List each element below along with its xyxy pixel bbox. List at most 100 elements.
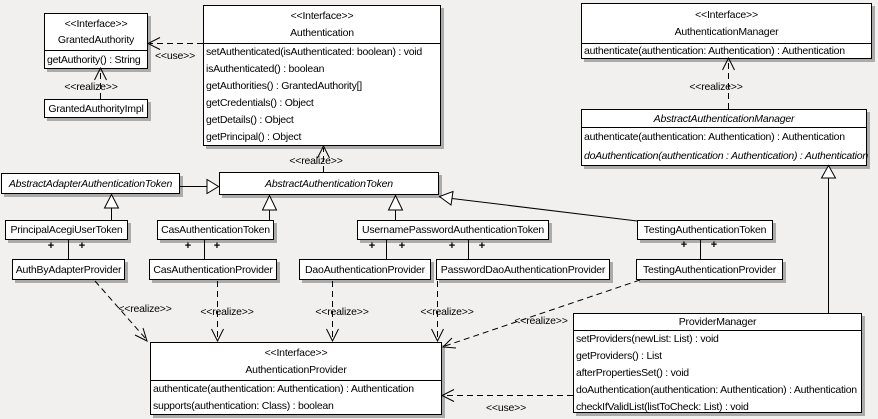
class-name: PrincipalAcegiUserToken [10, 224, 123, 236]
method: getCredentials() : Object [206, 97, 314, 109]
assoc-end-label: + [213, 240, 221, 252]
open-arrow-icon [134, 327, 148, 342]
class-name: AuthenticationProvider [245, 363, 347, 376]
class-box-provider-manager: ProviderManager setProviders(newList: Li… [573, 313, 862, 413]
hollow-triangle-icon [387, 194, 404, 211]
open-arrow-icon [722, 56, 735, 71]
class-name: AbstractAuthenticationToken [265, 177, 393, 190]
class-name: Authentication [290, 26, 354, 39]
assoc-end-label: + [448, 240, 456, 252]
association-lines [68, 239, 701, 259]
class-box-auth-by-adapter-provider: AuthByAdapterProvider [12, 259, 125, 280]
methods-compartment: getAuthority() : String [45, 51, 147, 69]
class-name: AuthenticationManager [674, 26, 779, 38]
interface-stereotype: <<Interface>> [695, 9, 758, 21]
stereotype-label-realize: <<realize>> [64, 81, 118, 93]
stereotype-label-realize: <<realize>> [315, 306, 369, 318]
assoc-end-label: + [710, 239, 718, 251]
class-box-testing-authentication-provider: TestingAuthenticationProvider [636, 259, 783, 280]
stereotype-label-realize: <<realize>> [289, 155, 343, 167]
stereotype-label-realize: <<realize>> [118, 303, 172, 315]
class-name: CasAuthenticationToken [161, 224, 270, 236]
stereotype-label-use: <<use>> [485, 402, 527, 414]
class-box-authentication: <<Interface>> Authentication setAuthenti… [203, 5, 441, 146]
method: setAuthenticated(isAuthenticated: boolea… [206, 46, 422, 58]
method: getProviders() : List [576, 350, 662, 362]
assoc-end-label: + [680, 239, 688, 251]
class-box-authentication-manager: <<Interface>> AuthenticationManager auth… [581, 3, 872, 59]
methods-compartment: authenticate(authentication: Authenticat… [151, 381, 441, 415]
class-box-testing-authentication-token: TestingAuthenticationToken [637, 220, 773, 240]
open-arrow-icon [94, 66, 107, 81]
class-header: ProviderManager [574, 314, 861, 331]
class-header: <<Interface>> GrantedAuthority [45, 14, 147, 51]
class-box-dao-authentication-provider: DaoAuthenticationProvider [299, 259, 431, 280]
interface-stereotype: <<Interface>> [290, 10, 354, 23]
assoc-end-label: + [47, 240, 55, 252]
class-name: AuthByAdapterProvider [15, 263, 122, 276]
assoc-end-label: + [368, 240, 376, 252]
open-arrow-icon [146, 37, 161, 50]
assoc-end-label: + [78, 240, 86, 252]
class-name: GrantedAuthorityImpl [48, 102, 144, 115]
class-box-principal-acegi-user-token: PrincipalAcegiUserToken [5, 220, 128, 240]
method: getAuthority() : String [47, 54, 141, 66]
method: authenticate(authentication: Authenticat… [584, 45, 845, 57]
interface-stereotype: <<Interface>> [64, 18, 128, 30]
generalization-line-testing-token [451, 198, 638, 222]
hollow-triangle-icon [261, 194, 278, 211]
class-box-cas-authentication-provider: CasAuthenticationProvider [149, 259, 277, 280]
open-arrow-icon [326, 328, 339, 343]
method: authenticate(authentication: Authenticat… [153, 383, 414, 395]
methods-compartment: authenticate(authentication: Authenticat… [582, 44, 871, 59]
class-box-granted-authority: <<Interface>> GrantedAuthority getAuthor… [44, 13, 148, 69]
class-header: <<Interface>> Authentication [204, 6, 440, 44]
generalization-arrowheads [103, 164, 837, 211]
method: checkIfValidList(listToCheck: List) : vo… [576, 401, 749, 413]
class-header: <<Interface>> AuthenticationProvider [151, 343, 441, 381]
method: getPrincipal() : Object [206, 131, 302, 143]
method: authenticate(authentication: Authenticat… [584, 131, 845, 143]
stereotype-label-use: <<use>> [154, 50, 196, 62]
class-name: AbstractAuthenticationManager [653, 112, 795, 125]
class-box-authentication-provider: <<Interface>> AuthenticationProvider aut… [150, 342, 442, 415]
open-arrow-icon [431, 328, 444, 343]
class-name: GrantedAuthority [57, 34, 135, 46]
open-arrow-icon [440, 389, 455, 402]
method: getAuthorities() : GrantedAuthority[] [206, 80, 362, 92]
hollow-triangle-icon [206, 178, 220, 195]
class-box-password-dao-authentication-provider: PasswordDaoAuthenticationProvider [436, 259, 610, 280]
class-box-username-password-authentication-token: UsernamePasswordAuthenticationToken [357, 220, 549, 240]
method: doAuthentication(authentication : Authen… [584, 150, 868, 162]
method: getDetails() : Object [206, 114, 294, 126]
class-name: AbstractAdapterAuthenticationToken [8, 177, 173, 190]
stereotype-label-realize: <<realize>> [200, 306, 254, 318]
method: doAuthentication(authentication: Authent… [576, 384, 857, 396]
class-name: TestingAuthenticationToken [643, 224, 767, 236]
class-name: CasAuthenticationProvider [153, 263, 273, 276]
class-box-granted-authority-impl: GrantedAuthorityImpl [44, 99, 148, 118]
methods-compartment: authenticate(authentication: Authenticat… [582, 128, 868, 166]
method: isAuthenticated() : boolean [206, 63, 325, 75]
class-name: UsernamePasswordAuthenticationToken [361, 224, 545, 236]
assoc-end-label: + [478, 240, 486, 252]
methods-compartment: setAuthenticated(isAuthenticated: boolea… [204, 44, 440, 146]
methods-compartment: setProviders(newList: List) : void getPr… [574, 331, 861, 416]
hollow-triangle-icon [820, 164, 837, 179]
class-box-abstract-authentication-manager: AbstractAuthenticationManager authentica… [581, 109, 868, 166]
class-box-cas-authentication-token: CasAuthenticationToken [157, 220, 274, 240]
open-arrow-icon [441, 337, 457, 349]
stereotype-label-realize: <<realize>> [689, 81, 743, 93]
class-name: TestingAuthenticationProvider [642, 263, 777, 276]
hollow-triangle-icon [103, 193, 120, 209]
assoc-end-label: + [184, 240, 192, 252]
open-arrow-icon [211, 328, 224, 343]
class-box-abstract-adapter-authentication-token: AbstractAdapterAuthenticationToken [1, 173, 180, 194]
class-header: <<Interface>> AuthenticationManager [582, 4, 871, 44]
class-name: PasswordDaoAuthenticationProvider [440, 263, 606, 276]
hollow-triangle-icon [438, 190, 454, 206]
method: afterPropertiesSet() : void [576, 367, 689, 379]
class-name: DaoAuthenticationProvider [305, 263, 425, 276]
stereotype-label-realize: <<realize>> [514, 315, 568, 327]
